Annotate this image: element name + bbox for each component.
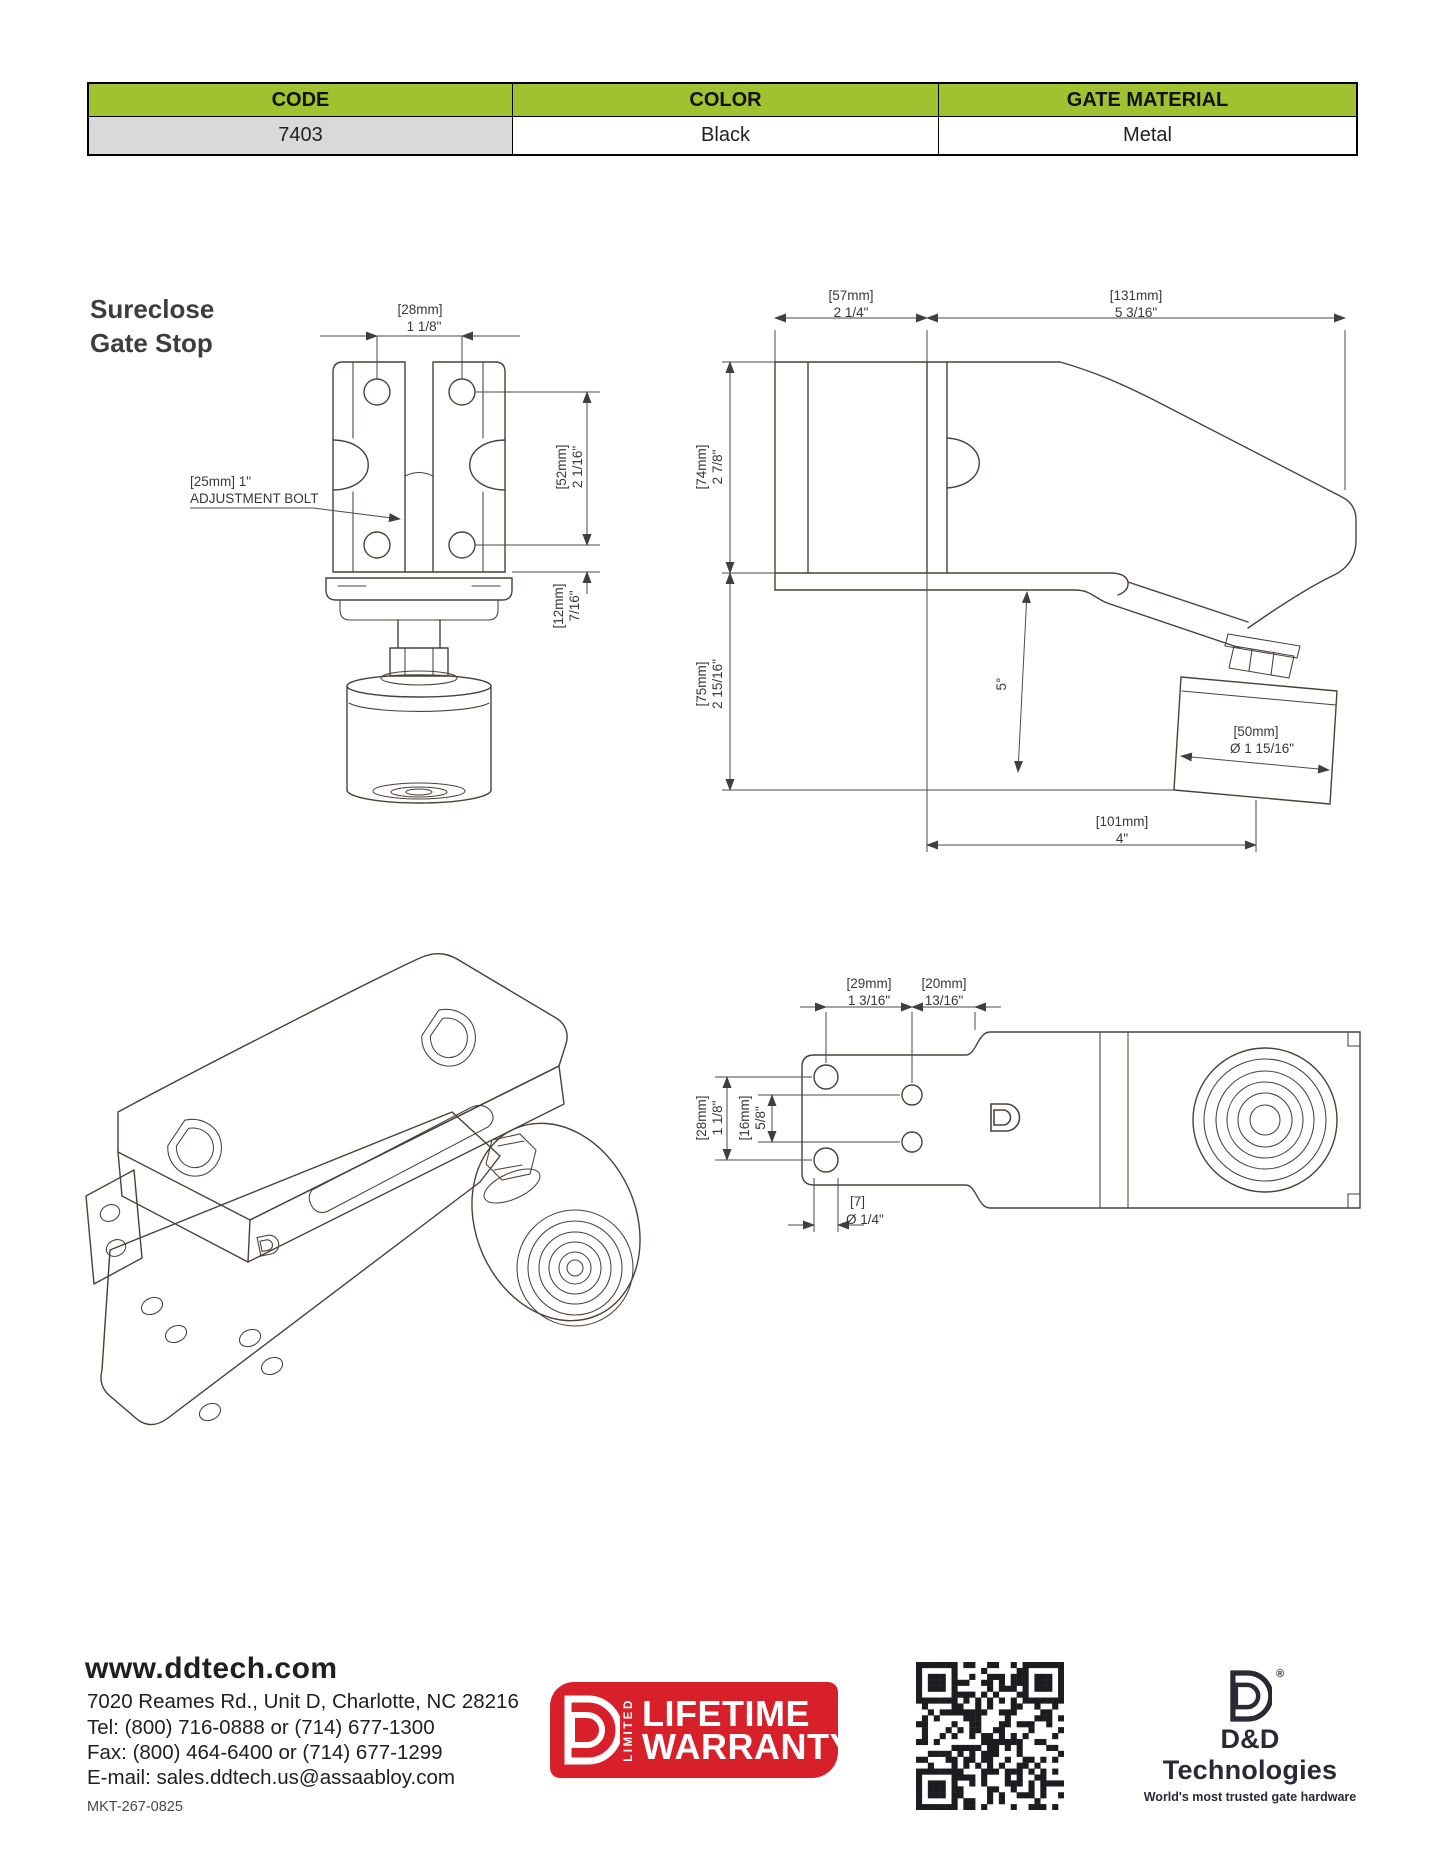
spec-table-header-color: COLOR [513,84,939,117]
side-dim-c-mm: [74mm] [694,444,709,489]
brand-logo: ® D&D Technologies World's most trusted … [1130,1668,1370,1804]
side-dim-dia-mm: [50mm] [1233,724,1278,739]
top-dim-hole-in: Ø 1/4" [846,1212,884,1227]
front-dim-base-mm: [12mm] [551,583,566,628]
lifetime-warranty-badge: LIMITED LIFETIME WARRANTY [550,1682,853,1778]
limited-label: LIMITED [623,1698,635,1762]
dd-shield-icon-top [990,1103,1021,1132]
top-dim-a-in: 1 3/16" [848,993,891,1008]
side-dim-d-in: 2 15/16" [710,659,725,709]
side-dim-b-mm: [131mm] [1110,288,1163,303]
spec-table-cell-color: Black [513,117,939,154]
website-link[interactable]: www.ddtech.com [85,1652,338,1685]
page-title-line1: Sureclose [90,294,215,324]
qr-code [916,1662,1065,1811]
top-view-drawing: [29mm] 1 3/16" [20mm] 13/16" [28mm] 1 1/… [694,976,1361,1232]
side-dim-e-in: 4" [1116,831,1129,846]
top-dim-c-in: 1 1/8" [710,1100,725,1135]
side-view-drawing: [57mm] 2 1/4" [131mm] 5 3/16" [74mm] 2 7… [694,288,1357,852]
top-dim-hole-mm: [7] [850,1194,865,1209]
front-bolt-label-size: [25mm] 1" [190,474,251,489]
top-dim-b-in: 13/16" [925,993,964,1008]
side-dim-b-in: 5 3/16" [1115,305,1158,320]
email-text[interactable]: E-mail: sales.ddtech.us@assaabloy.com [87,1766,455,1789]
spec-table-header-gate-material: GATE MATERIAL [939,84,1356,117]
warranty-line1: LIFETIME [642,1693,810,1734]
warranty-label: LIFETIME WARRANTY [642,1693,854,1767]
top-dim-b-mm: [20mm] [921,976,966,991]
warranty-line2: WARRANTY [642,1726,854,1767]
top-dim-c-mm: [28mm] [694,1095,709,1140]
front-dim-base-in: 7/16" [567,590,582,621]
side-dim-dia-in: Ø 1 15/16" [1230,741,1294,756]
fax-text: Fax: (800) 464-6400 or (714) 677-1299 [87,1741,443,1764]
side-dim-c-in: 2 7/8" [710,449,725,484]
registered-mark: ® [1276,1668,1285,1680]
spec-table-header-code: CODE [89,84,513,117]
address-text: 7020 Reames Rd., Unit D, Charlotte, NC 2… [87,1690,519,1713]
dd-logo-icon-white [564,1695,620,1765]
page-title: Sureclose Gate Stop [90,292,214,360]
front-dim-height-in: 2 1/16" [570,446,585,489]
brand-tagline: World's most trusted gate hardware [1143,1790,1357,1804]
side-dim-a-in: 2 1/4" [834,305,869,320]
tel-text: Tel: (800) 716-0888 or (714) 677-1300 [87,1716,435,1739]
front-dim-height-mm: [52mm] [554,444,569,489]
side-dim-a-mm: [57mm] [828,288,873,303]
dd-shield-icon-iso [256,1234,280,1257]
document-number: MKT-267-0825 [87,1799,183,1815]
side-dim-d-mm: [75mm] [694,661,709,706]
spec-table-cell-code: 7403 [89,117,513,154]
page-title-line2: Gate Stop [90,328,213,358]
front-view-drawing: [28mm] 1 1/8" [25mm] 1" ADJUSTMENT BOLT … [190,302,600,804]
side-dim-e-mm: [101mm] [1096,814,1149,829]
side-dim-angle: 5° [994,678,1009,691]
isometric-view-drawing [85,952,641,1426]
spec-table: CODE COLOR GATE MATERIAL 7403 Black Meta… [87,82,1358,156]
spec-table-cell-gate-material: Metal [939,117,1356,154]
top-dim-d-in: 5/8" [753,1106,768,1130]
top-dim-a-mm: [29mm] [846,976,891,991]
front-dim-width-in: 1 1/8" [407,319,442,334]
top-dim-d-mm: [16mm] [737,1095,752,1140]
dd-logo-icon-dark [1230,1670,1272,1722]
front-bolt-label-text: ADJUSTMENT BOLT [190,491,319,506]
front-dim-width-mm: [28mm] [397,302,442,317]
brand-name: D&D Technologies [1162,1724,1338,1785]
